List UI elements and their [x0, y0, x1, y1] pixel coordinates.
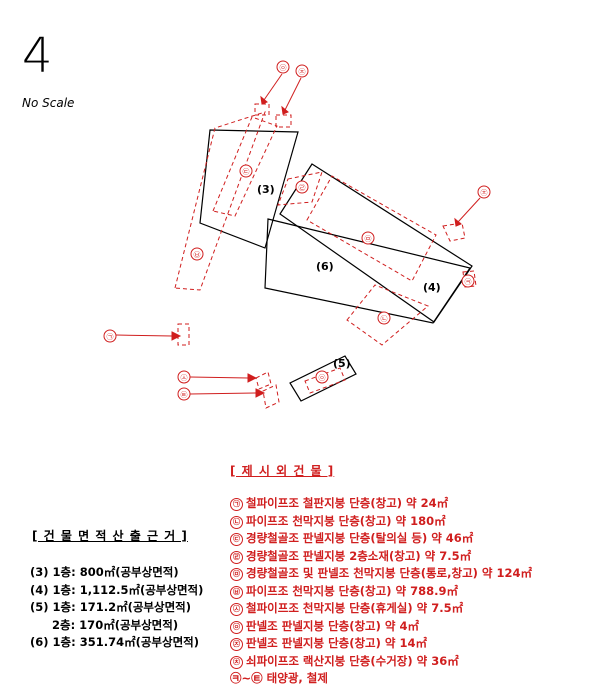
leader-ch — [457, 197, 481, 223]
building-label-3: (3) — [257, 183, 275, 196]
leader-o — [263, 73, 283, 101]
marker-ch: ㉩ — [481, 189, 488, 197]
marker-badge: ㉠ — [230, 498, 243, 511]
marker-5: ㉧ — [319, 374, 326, 382]
excluded-item-text: 파이프조 천막지붕 단층(창고) 약 788.9㎡ — [246, 583, 458, 598]
area-item: (5) 1층: 171.2㎡(공부상면적) — [30, 600, 191, 614]
structure-lower-b — [346, 284, 429, 346]
excluded-item-text: 파이프조 천막지붕 단층(창고) 약 180㎡ — [246, 513, 446, 528]
marker-range: ㉪~㉫ — [230, 671, 263, 685]
structure-inner-d — [306, 175, 437, 282]
marker-badge: ㉤ — [230, 568, 243, 581]
marker-j: ㉨ — [299, 68, 306, 76]
excluded-item-text: 판넬조 판넬지붕 단층(창고) 약 14㎡ — [246, 636, 427, 650]
area-item: (6) 1층: 351.74㎡(공부상면적) — [30, 635, 199, 649]
structure-inner-c — [212, 116, 278, 217]
marker-badge: ㉩ — [230, 655, 243, 669]
marker-badge: ㉦ — [230, 603, 243, 616]
structure-inner-5 — [304, 367, 346, 394]
structure-k — [254, 103, 270, 116]
excluded-item: ㉪~㉫ 태양광, 철제 — [230, 670, 532, 688]
marker-badge: ㉥ — [230, 585, 243, 599]
structure-j — [442, 222, 466, 242]
structure-l — [275, 114, 292, 128]
structure-f — [262, 384, 280, 409]
area-item: (4) 1층: 1,112.5㎡(공부상면적) — [30, 582, 204, 597]
structure-i — [255, 371, 272, 390]
excluded-item-text: 철파이프조 철판지붕 단층(창고) 약 24㎡ — [246, 496, 449, 510]
leader-h — [189, 392, 257, 395]
excluded-item-text: 판넬조 판넬지붕 단층(창고) 약 4㎡ — [246, 618, 419, 633]
structure-a — [177, 323, 190, 346]
marker-badge: ㉡ — [230, 515, 243, 529]
building-label-6: (6) — [316, 260, 334, 273]
scale-label: No Scale — [22, 96, 75, 110]
marker-b: ㉡ — [381, 315, 388, 323]
area-item: 2층: 170㎡(공부상면적) — [52, 617, 179, 632]
building-3 — [199, 129, 299, 249]
marker-badge: ㉧ — [230, 620, 243, 634]
marker-bh: ㉥ — [194, 251, 201, 259]
structure-bottom-left-h — [174, 111, 266, 291]
building-label-5: (5) — [333, 357, 351, 370]
marker-badge: ㉣ — [230, 550, 243, 564]
excluded-buildings-heading: [ 제 시 외 건 물 ] — [230, 464, 335, 478]
leader-j — [284, 77, 302, 111]
leader-a — [115, 334, 173, 337]
excluded-item-text: 철파이프조 천막지붕 단층(휴게실) 약 7.5㎡ — [246, 601, 464, 615]
building-6 — [264, 218, 471, 324]
north-arrow-glyph: 4 — [22, 28, 53, 84]
structure-small-g — [277, 171, 323, 206]
marker-a: ㉠ — [107, 333, 114, 341]
excluded-item-text: 경량철골조 판넬지붕 2층소재(창고) 약 7.5㎡ — [246, 548, 472, 563]
marker-h: ㉫ — [181, 391, 188, 399]
marker-c: ㉢ — [243, 168, 250, 176]
building-4 — [279, 163, 473, 323]
excluded-item-text: 쇠파이프조 랙산지붕 단층(수거장) 약 36㎡ — [246, 653, 459, 668]
marker-badge: ㉢ — [230, 533, 243, 546]
area-item: (3) 1층: 800㎡(공부상면적) — [30, 565, 179, 579]
excluded-item-text: 경량철골조 및 판넬조 천막지붕 단층(통로,창고) 약 124㎡ — [246, 566, 533, 580]
marker-badge: ㉨ — [230, 638, 243, 651]
area-basis-heading: [ 건 물 면 적 산 출 근 거 ] — [32, 529, 188, 543]
excluded-item-text: 경량철골조 판넬지붕 단층(탈의실 등) 약 46㎡ — [246, 531, 474, 545]
marker-o: ㉧ — [280, 64, 287, 72]
marker-e: ㉪ — [465, 278, 472, 286]
marker-d: ㉣ — [299, 184, 306, 192]
marker-s: ㉦ — [181, 374, 188, 382]
leader-s — [189, 376, 249, 379]
area-basis-list: (3) 1층: 800㎡(공부상면적) (4) 1층: 1,112.5㎡(공부상… — [30, 564, 203, 652]
marker-p: ㉤ — [365, 235, 372, 243]
building-label-4: (4) — [423, 281, 441, 294]
excluded-item-text: 태양광, 철제 — [266, 671, 328, 685]
building-5 — [289, 355, 357, 402]
